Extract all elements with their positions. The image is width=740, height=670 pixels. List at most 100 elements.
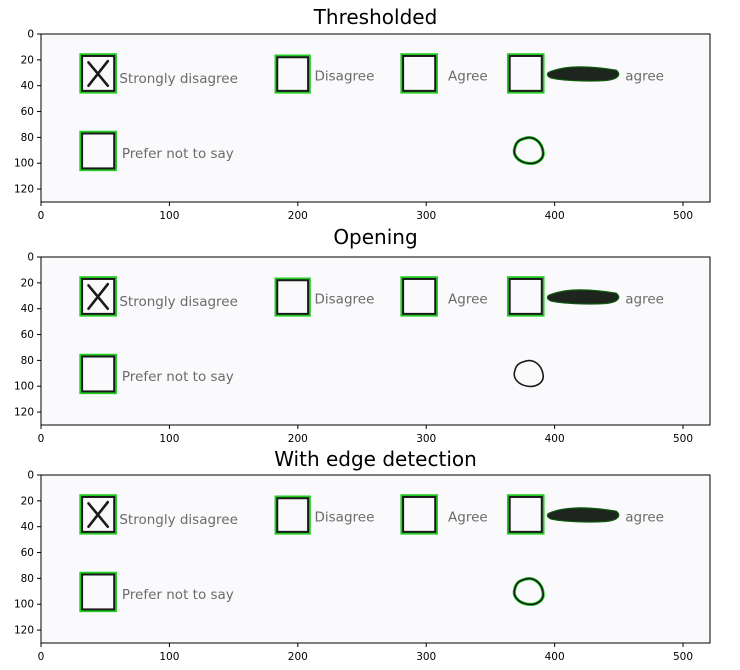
hand-drawn-circle [513, 577, 544, 606]
ink-scribble [546, 507, 620, 523]
image-background [41, 257, 710, 425]
option-label-disagree: Disagree [315, 509, 375, 525]
option-label-prefer-not-to-say: Prefer not to say [122, 369, 234, 385]
x-tick-label: 100 [159, 651, 179, 663]
y-tick-label: 80 [21, 132, 34, 144]
x-tick-label: 100 [159, 210, 179, 222]
checkbox-prefer-not-to-say-highlight [79, 353, 117, 395]
checkbox-strongly-disagree [81, 495, 116, 533]
panel-title: Opening [333, 225, 417, 249]
x-tick-label: 0 [38, 433, 45, 445]
checkbox-disagree [276, 56, 310, 92]
checkbox-prefer-not-to-say [81, 355, 116, 393]
checkbox-strongly-agree [508, 277, 543, 315]
option-label-disagree: Disagree [315, 291, 375, 307]
checkbox-agree [402, 54, 437, 92]
x-tick-label: 500 [673, 651, 693, 663]
option-label-strongly-disagree: Strongly disagree [119, 512, 238, 528]
checkbox-strongly-agree [508, 54, 543, 92]
checkbox-agree [402, 277, 437, 315]
y-tick-label: 80 [21, 573, 34, 585]
ink-scribble [546, 66, 620, 82]
option-label-strongly-disagree: Strongly disagree [119, 71, 238, 87]
option-label-agree-partial: agree [625, 68, 664, 84]
panel-title: Thresholded [313, 5, 438, 29]
option-label-disagree: Disagree [315, 68, 375, 84]
option-label-prefer-not-to-say: Prefer not to say [122, 587, 234, 603]
image-background [41, 475, 710, 643]
x-tick-label: 400 [545, 433, 565, 445]
checkbox-strongly-agree [508, 495, 543, 533]
axes-frame [40, 474, 711, 644]
y-tick-label: 60 [21, 106, 34, 118]
checkbox-agree-highlight [400, 494, 438, 535]
y-tick-label: 20 [21, 495, 34, 507]
x-mark-icon [87, 59, 110, 87]
y-tick-label: 120 [14, 407, 34, 419]
checkbox-disagree-highlight [274, 54, 311, 94]
y-tick-label: 20 [21, 277, 34, 289]
checkbox-strongly-disagree [81, 277, 116, 315]
checkbox-disagree-highlight [274, 495, 311, 535]
option-label-agree-partial: agree [625, 509, 664, 525]
x-tick-label: 400 [545, 210, 565, 222]
y-tick-label: 0 [27, 252, 34, 264]
y-tick-label: 120 [14, 184, 34, 196]
y-tick-label: 60 [21, 547, 34, 559]
checkbox-strongly-agree-highlight [506, 494, 545, 535]
checkbox-agree-highlight [400, 276, 438, 317]
x-tick-label: 300 [416, 433, 436, 445]
y-tick-label: 0 [27, 470, 34, 482]
option-label-agree: Agree [448, 291, 488, 307]
option-label-strongly-disagree: Strongly disagree [119, 294, 238, 310]
x-tick-label: 0 [38, 651, 45, 663]
checkbox-strongly-agree-highlight [506, 53, 545, 94]
y-tick-label: 40 [21, 521, 34, 533]
axes-frame [40, 256, 711, 426]
y-tick-label: 120 [14, 625, 34, 637]
x-tick-label: 300 [416, 210, 436, 222]
y-tick-label: 100 [14, 599, 34, 611]
x-tick-label: 400 [545, 651, 565, 663]
y-tick-label: 100 [14, 158, 34, 170]
checkbox-agree-highlight [400, 53, 438, 94]
x-tick-label: 500 [673, 210, 693, 222]
x-mark-icon [87, 500, 110, 528]
panel-title: With edge detection [274, 447, 477, 471]
option-label-agree: Agree [448, 509, 488, 525]
y-tick-label: 0 [27, 29, 34, 41]
hand-drawn-circle [513, 136, 544, 165]
x-mark-icon [87, 282, 110, 310]
checkbox-prefer-not-to-say-highlight [79, 130, 117, 172]
image-background [41, 34, 710, 202]
checkbox-prefer-not-to-say [81, 132, 116, 170]
x-tick-label: 0 [38, 210, 45, 222]
x-tick-label: 100 [159, 433, 179, 445]
checkbox-prefer-not-to-say-highlight [79, 571, 117, 613]
x-tick-label: 200 [288, 433, 308, 445]
x-tick-label: 200 [288, 651, 308, 663]
y-tick-label: 40 [21, 303, 34, 315]
hand-drawn-circle [513, 359, 544, 388]
checkbox-strongly-disagree-highlight [79, 494, 117, 535]
y-tick-label: 20 [21, 54, 34, 66]
y-tick-label: 60 [21, 329, 34, 341]
checkbox-strongly-disagree-highlight [79, 53, 117, 94]
checkbox-disagree [276, 497, 310, 533]
checkbox-prefer-not-to-say [81, 573, 116, 611]
axes-frame [40, 33, 711, 203]
checkbox-strongly-agree-highlight [506, 276, 545, 317]
checkbox-strongly-disagree-highlight [79, 276, 117, 317]
checkbox-disagree [276, 279, 310, 315]
option-label-agree: Agree [448, 68, 488, 84]
checkbox-agree [402, 495, 437, 533]
x-tick-label: 300 [416, 651, 436, 663]
y-tick-label: 80 [21, 355, 34, 367]
x-tick-label: 500 [673, 433, 693, 445]
checkbox-disagree-highlight [274, 277, 311, 317]
